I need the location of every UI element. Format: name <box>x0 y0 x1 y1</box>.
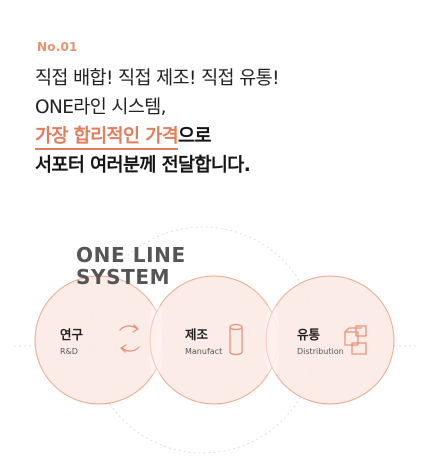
cylinder-icon <box>229 323 243 356</box>
diagram-title-line-2: SYSTEM <box>76 265 171 289</box>
boxes-icon <box>344 325 367 355</box>
stage-label-rnd: 연구 <box>60 327 84 342</box>
headline: 직접 배합! 직접 제조! 직접 유통! ONE라인 시스템, 가장 합리적인 … <box>35 64 415 180</box>
overlap-highlight-left <box>149 300 163 380</box>
headline-line-3: 가장 합리적인 가격으로 <box>35 122 415 151</box>
diagram-title-line-1: ONE LINE <box>76 243 186 267</box>
stage-circle-manufact <box>149 275 279 405</box>
cycle-arrows-icon <box>119 324 140 353</box>
stage-sublabel-manufact: Manufact <box>185 347 223 356</box>
headline-line-4: 서포터 여러분께 전달합니다. <box>35 155 251 176</box>
headline-line-1: 직접 배합! 직접 제조! 직접 유통! <box>35 68 280 89</box>
stage-label-distribution: 유통 <box>297 327 321 342</box>
headline-line-2: ONE라인 시스템, <box>35 97 167 118</box>
diagram-title: ONE LINE SYSTEM <box>76 244 186 288</box>
stage-circle-rnd <box>34 275 164 405</box>
stage-circle-distribution <box>265 275 395 405</box>
overlap-highlight-right <box>265 300 279 380</box>
stage-sublabel-rnd: R&D <box>60 347 78 356</box>
headline-accent: 가장 합리적인 가격 <box>35 126 179 150</box>
stage-label-manufact: 제조 <box>185 327 209 342</box>
headline-line-3-rest: 으로 <box>178 126 211 147</box>
section-number: No.01 <box>37 40 78 54</box>
stage-sublabel-distribution: Distribution <box>297 347 344 356</box>
